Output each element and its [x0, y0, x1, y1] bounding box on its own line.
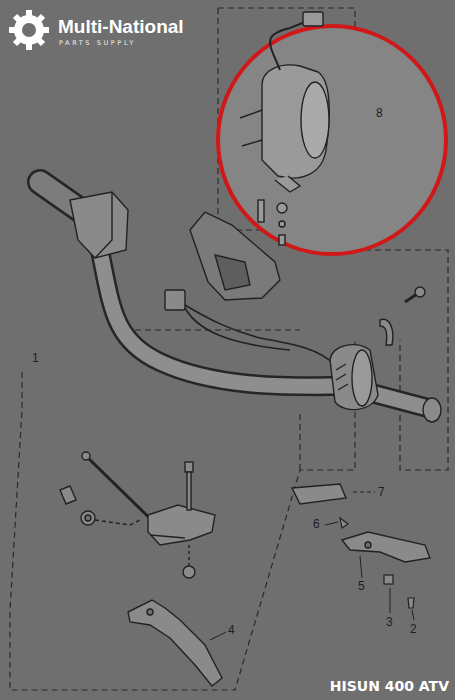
- clamp-and-bolt: [380, 319, 393, 345]
- logo-gear: [9, 10, 49, 50]
- right-switch-housing: [336, 364, 348, 390]
- switch-cover: [190, 212, 280, 300]
- red-inset-circle: [218, 26, 446, 254]
- lever-perch-assembly: [60, 486, 76, 504]
- switch-3-and-screw-2: [384, 575, 393, 584]
- screw-6: [340, 518, 348, 528]
- logo-gear: [15, 16, 43, 44]
- left-grip-housing: [95, 192, 112, 258]
- callout-number: 1: [32, 352, 39, 364]
- logo-tagline: PARTS SUPPLY: [59, 40, 136, 47]
- inset-switch-housing: [277, 203, 287, 213]
- leader-lines: [210, 632, 226, 640]
- lever-4: [128, 600, 222, 686]
- left-grip-housing: [70, 192, 128, 258]
- callout-number: 5: [358, 580, 365, 592]
- lever-perch-assembly: [85, 515, 91, 521]
- left-grip-housing: [70, 192, 128, 258]
- lever-perch-assembly: [187, 472, 191, 510]
- callout-number: 6: [313, 518, 320, 530]
- lever-perch-assembly: [150, 535, 185, 538]
- inset-switch-housing: [240, 110, 262, 146]
- dashed-group-outlines: [10, 8, 448, 690]
- inset-switch-housing: [270, 22, 305, 70]
- logo-name: Multi-National: [58, 17, 184, 36]
- bracket-5: [342, 532, 430, 562]
- lever-perch-assembly: [183, 566, 195, 578]
- logo-gear: [22, 23, 36, 37]
- red-inset-circle: [218, 26, 446, 254]
- lever-perch-assembly: [60, 452, 215, 578]
- leader-lines: [353, 492, 375, 493]
- clamp-and-bolt: [415, 287, 425, 297]
- switch-connector-wire: [185, 305, 335, 365]
- lever-perch-assembly: [188, 545, 189, 565]
- right-switch-housing: [352, 350, 372, 406]
- logo-gear: [9, 10, 49, 50]
- inset-switch-housing: [301, 82, 329, 158]
- switch-cover: [215, 255, 250, 290]
- screw-6: [340, 518, 348, 528]
- lever-perch-assembly: [185, 462, 193, 472]
- lever-perch-assembly: [82, 452, 90, 460]
- right-bar-end: [423, 398, 441, 422]
- bracket-7: [292, 484, 346, 504]
- bracket-7: [292, 484, 346, 504]
- right-switch-housing: [330, 345, 378, 410]
- switch-connector: [165, 290, 185, 310]
- lever-perch-assembly: [81, 511, 95, 525]
- switch-cover: [190, 212, 280, 300]
- inset-switch-housing: [279, 235, 285, 245]
- inset-switch-housing: [240, 12, 329, 245]
- right-bar-end: [423, 398, 441, 422]
- lever-4: [147, 609, 153, 615]
- leader-lines: [325, 522, 338, 525]
- inset-switch-housing: [303, 12, 323, 26]
- callout-number: 3: [386, 616, 393, 628]
- callout-number: 8: [376, 107, 383, 119]
- bracket-5: [365, 542, 371, 548]
- inset-switch-housing: [262, 65, 329, 178]
- inset-switch-housing: [258, 200, 264, 222]
- lever-perch-assembly: [95, 520, 140, 525]
- clamp-and-bolt: [380, 287, 425, 345]
- callout-number: 2: [410, 623, 417, 635]
- callout-number: 4: [228, 624, 235, 636]
- model-caption: HISUN 400 ATV: [330, 679, 449, 693]
- bracket-5: [342, 532, 430, 562]
- inset-switch-housing: [275, 176, 300, 192]
- leader-lines: [412, 610, 414, 620]
- leader-lines: [390, 588, 391, 613]
- lever-perch-assembly: [148, 505, 215, 545]
- dashed-group-outlines: [299, 410, 300, 470]
- leader-lines: [360, 556, 362, 578]
- switch-connector-wire: [185, 308, 290, 350]
- inset-switch-housing: [279, 221, 285, 227]
- callout-number: 7: [378, 486, 385, 498]
- switch-connector: [165, 290, 185, 310]
- switch-3-and-screw-2: [384, 575, 414, 608]
- right-switch-housing: [330, 345, 378, 410]
- switch-3-and-screw-2: [408, 598, 414, 608]
- lever-4: [128, 600, 222, 686]
- leader-lines: [210, 492, 414, 640]
- switch-connector-wire: [185, 305, 335, 365]
- logo-gear: [15, 16, 43, 44]
